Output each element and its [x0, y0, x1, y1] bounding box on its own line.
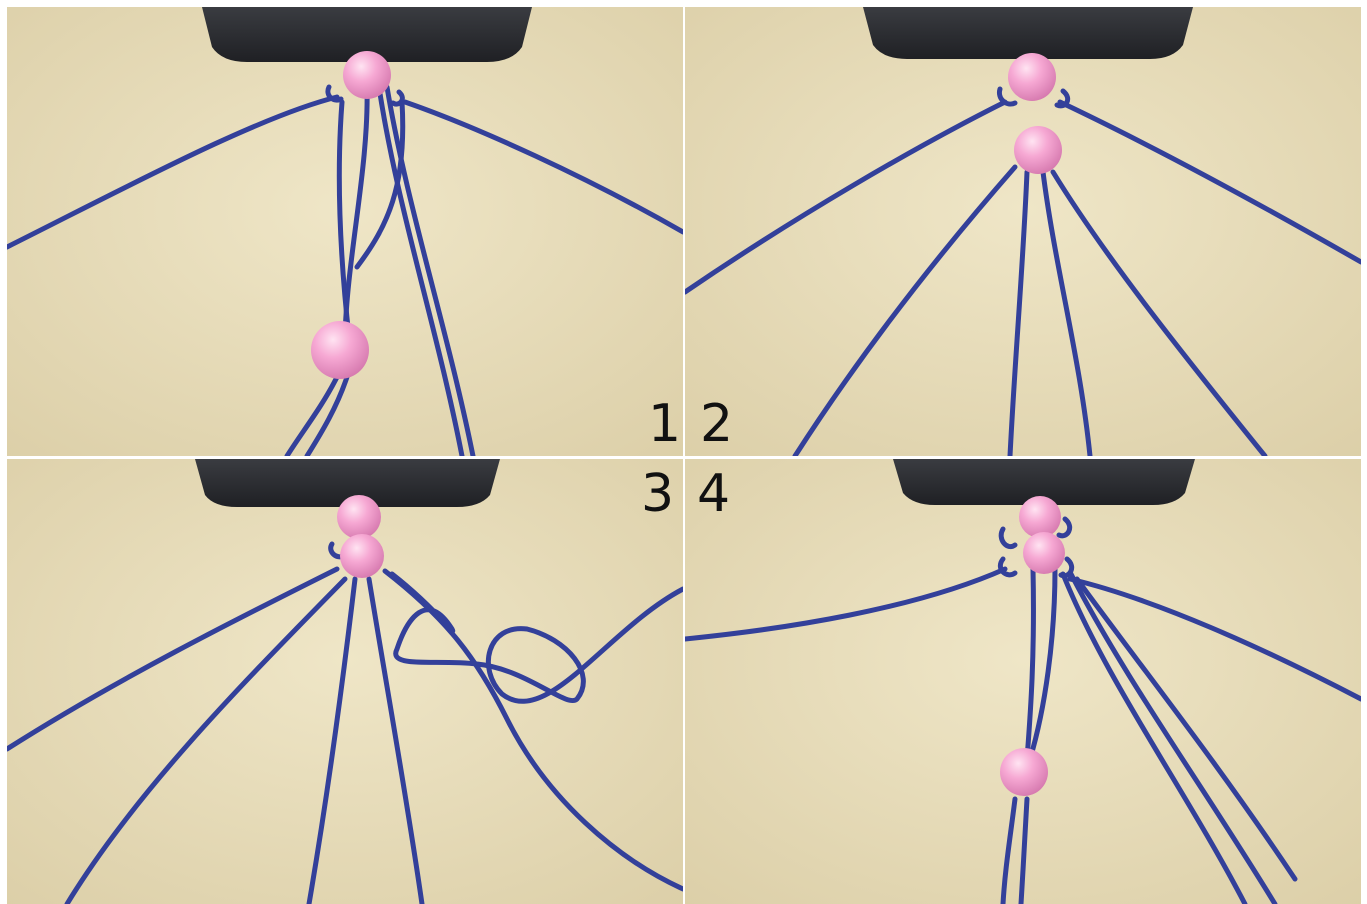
phone-clip-icon: [893, 459, 1195, 505]
step-number-3: 3: [641, 464, 675, 524]
pink-bead: [311, 321, 369, 379]
pink-bead: [340, 534, 384, 578]
step-photo-1: [7, 7, 683, 456]
step-photo-2: [685, 7, 1361, 456]
phone-clip-icon: [863, 7, 1193, 59]
step-photo-3: [7, 459, 683, 904]
step-number-1: 1: [648, 394, 682, 454]
pink-bead: [1014, 126, 1062, 174]
pink-bead: [1019, 496, 1061, 538]
pink-bead: [337, 495, 381, 539]
pink-bead: [1008, 53, 1056, 101]
cord-strands: [7, 541, 683, 904]
pink-bead: [343, 51, 391, 99]
step-number-4: 4: [697, 464, 731, 524]
step-number-2: 2: [700, 394, 734, 454]
step-photo-4: [685, 459, 1361, 904]
pink-bead: [1023, 532, 1065, 574]
cord-strands: [7, 84, 683, 456]
phone-clip-icon: [195, 459, 500, 507]
pink-bead: [1000, 748, 1048, 796]
phone-clip-icon: [202, 7, 532, 62]
cord-strands: [685, 516, 1361, 904]
cord-strands: [685, 86, 1361, 456]
